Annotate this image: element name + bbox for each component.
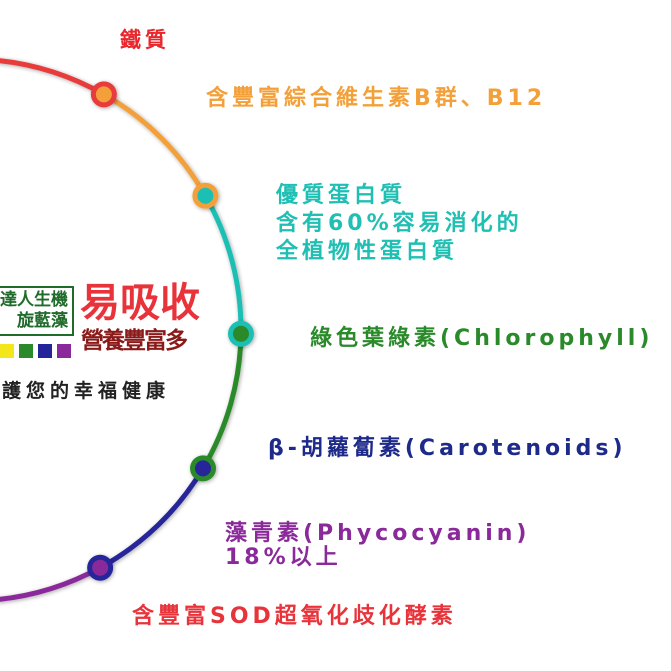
- slogan-main: 易吸收: [80, 280, 200, 326]
- slogan-tagline: 護您的幸福健康: [2, 380, 171, 402]
- swatch-blue: [38, 344, 52, 358]
- node-dot-inner: [195, 460, 212, 477]
- label-vitamin-b: 含豐富綜合維生素B群、B12: [206, 86, 547, 111]
- label-sod: 含豐富SOD超氧化歧化酵素: [132, 604, 457, 629]
- brand-logo-line1: 達人生機: [0, 290, 68, 310]
- slogan-sub: 營養豐富多: [81, 328, 188, 354]
- label-phycocyanin-line1: 藻青素(Phycocyanin): [225, 521, 531, 546]
- color-swatches: [0, 344, 71, 358]
- label-protein: 優質蛋白質 含有60%容易消化的 全植物性蛋白質: [276, 182, 523, 266]
- node-dot-inner: [232, 325, 249, 342]
- label-carotenoids: β-胡蘿蔔素(Carotenoids): [268, 436, 627, 461]
- label-protein-line1: 優質蛋白質: [276, 183, 407, 208]
- arc-segment: [200, 331, 244, 471]
- label-phycocyanin-line2: 18%以上: [225, 545, 342, 570]
- node-dot-inner: [92, 559, 109, 576]
- arc-segment: [202, 193, 244, 337]
- label-protein-line3: 全植物性蛋白質: [276, 239, 459, 264]
- brand-logo: 達人生機 旋藍藻: [0, 286, 74, 336]
- swatch-green: [19, 344, 33, 358]
- brand-logo-line2: 旋藍藻: [17, 311, 68, 331]
- label-phycocyanin: 藻青素(Phycocyanin) 18%以上: [225, 522, 531, 570]
- arc-segment: [0, 565, 103, 602]
- label-chlorophyll: 綠色葉綠素(Chlorophyll): [310, 326, 654, 351]
- node-dot-inner: [197, 187, 214, 204]
- label-iron: 鐵質: [120, 28, 170, 52]
- label-protein-line2: 含有60%容易消化的: [276, 211, 523, 236]
- node-dot-inner: [95, 86, 112, 103]
- swatch-purple: [57, 344, 71, 358]
- arc-segment: [97, 465, 206, 571]
- arc-segment: [101, 91, 208, 199]
- swatch-yellow: [0, 344, 14, 358]
- arc-segment: [0, 58, 107, 97]
